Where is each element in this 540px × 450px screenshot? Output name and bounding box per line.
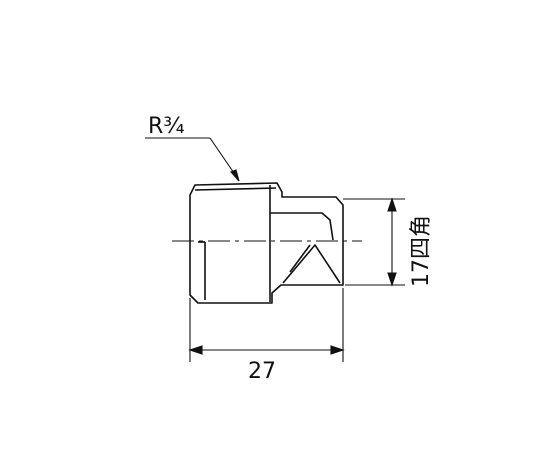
square-dimension-text: 17四角 xyxy=(409,215,434,287)
square-flat-triangle xyxy=(282,244,341,284)
length-dimension-text: 27 xyxy=(248,359,276,384)
square-arrow-top xyxy=(387,197,397,212)
length-dimension xyxy=(188,288,345,362)
triangle-upper-edge xyxy=(289,244,311,273)
square-arrow-bottom xyxy=(387,272,397,287)
length-arrow-left xyxy=(188,345,203,355)
thread-label: R¾ xyxy=(148,114,185,139)
body-outline xyxy=(189,182,344,304)
length-arrow-right xyxy=(330,345,345,355)
thread-leader-arrowhead xyxy=(230,169,240,182)
inner-step xyxy=(270,212,334,241)
fitting-outline xyxy=(189,182,344,304)
chamfer-top xyxy=(194,187,277,191)
thread-leader xyxy=(145,137,240,182)
square-dimension xyxy=(343,197,405,287)
